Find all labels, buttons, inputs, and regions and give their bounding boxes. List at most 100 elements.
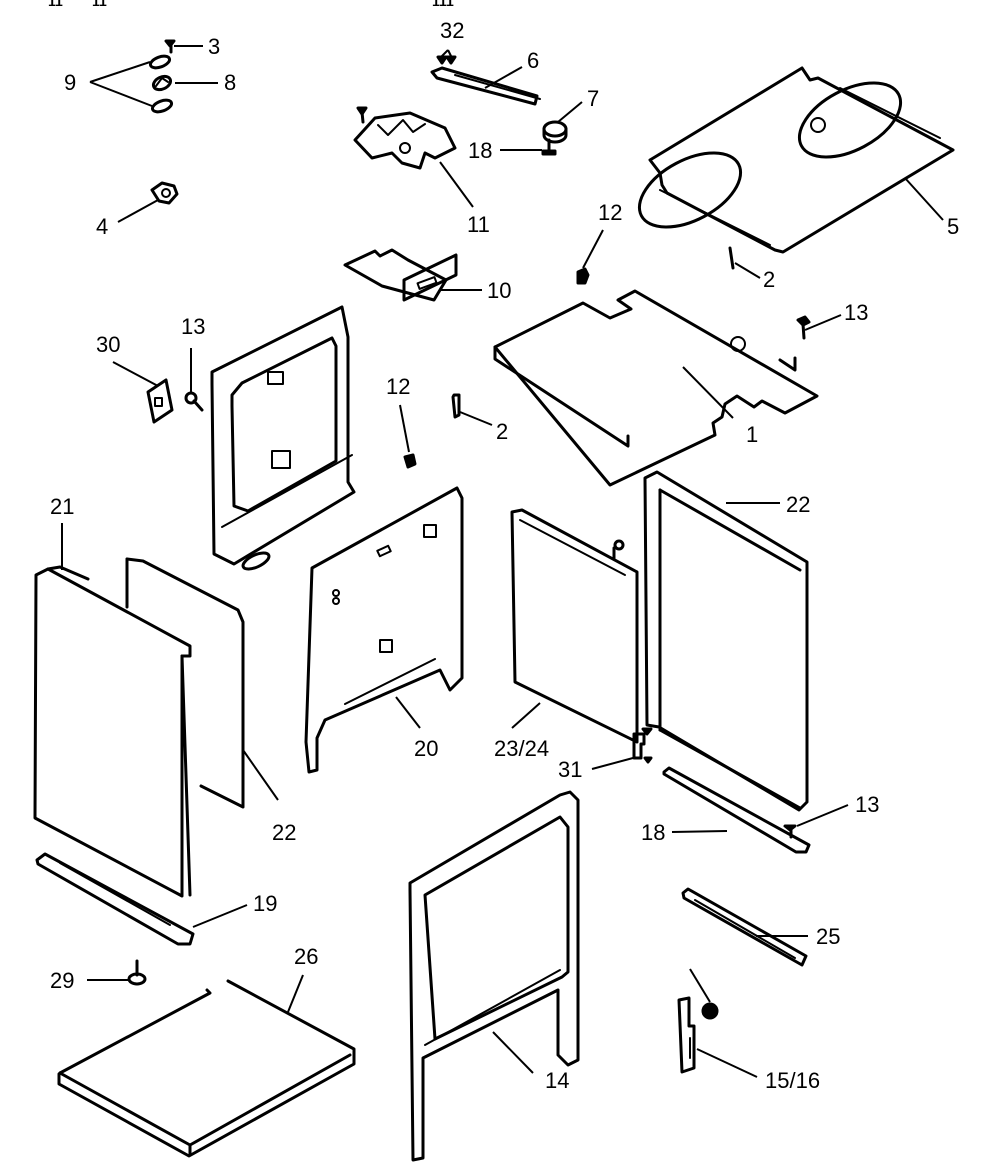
top-support-panel-part-1 — [493, 289, 819, 487]
leader-12-upper — [582, 229, 604, 269]
clip-part-2-top — [728, 246, 735, 270]
screw-part-13-top-right — [796, 315, 811, 340]
bottom-tray-part-25 — [57, 979, 356, 1158]
trim-strip-left-part-18 — [35, 852, 195, 946]
leader-11 — [439, 161, 474, 208]
plate-part-29 — [146, 378, 174, 424]
callout-13-right: 13 — [855, 792, 879, 817]
leader-9b — [89, 81, 153, 107]
callout-10: 10 — [487, 278, 511, 303]
callout-13-top-right: 13 — [844, 300, 868, 325]
leader-1 — [682, 366, 734, 419]
leader-31b — [447, 49, 453, 59]
callout-12-upper: 12 — [598, 200, 622, 225]
leader-9a — [89, 61, 151, 83]
rail-part-23-24 — [681, 887, 808, 967]
callout-6: 6 — [527, 48, 539, 73]
grommet — [241, 551, 271, 571]
callout-21-right: 22 — [786, 492, 810, 517]
leader-17 — [671, 830, 728, 833]
leader-7 — [557, 101, 583, 123]
leader-30 — [591, 757, 634, 770]
leader-29 — [112, 361, 159, 387]
latch-part-15-16 — [677, 996, 696, 1074]
side-panel-right-part-21 — [643, 470, 809, 812]
screw-part-13-left — [184, 391, 204, 412]
clip-part-8 — [151, 74, 173, 92]
trim-strip-right-part-17 — [662, 766, 811, 854]
rod-part-6 — [430, 66, 541, 106]
screw-part-3 — [164, 39, 176, 54]
callout-labels: 3 9 8 4 32 6 7 18 11 10 5 2 12 13 1 30 1… — [50, 18, 959, 1093]
nut-part-32 — [701, 1002, 719, 1020]
washer-upper-part-9 — [148, 54, 172, 70]
top-fragment-mid: 11 — [92, 0, 107, 9]
callout-14: 14 — [545, 1068, 569, 1093]
side-panel-left-part-21 — [33, 565, 192, 898]
leader-25 — [287, 974, 304, 1013]
top-fragment-right: 111 — [432, 0, 454, 9]
leader-6 — [484, 66, 523, 89]
callout-29: 30 — [96, 332, 120, 357]
callout-1: 1 — [746, 422, 758, 447]
leader-5 — [904, 177, 944, 221]
callout-2-mid: 2 — [496, 419, 508, 444]
nut-part-12-upper — [576, 267, 590, 285]
callout-13-left: 13 — [181, 314, 205, 339]
callout-3: 3 — [208, 34, 220, 59]
leader-lines — [61, 45, 944, 1078]
top-edge-fragments: 11 11 111 — [48, 0, 454, 9]
bracket-part-4 — [150, 181, 179, 205]
callout-23-24: 25 — [816, 924, 840, 949]
leader-13-right — [796, 804, 849, 827]
screw-part-13-right — [783, 824, 797, 839]
callout-22-right: 23/24 — [494, 736, 549, 761]
leader-19 — [395, 696, 421, 729]
leader-15-16 — [696, 1048, 758, 1078]
hinge-mechanism-part-11 — [353, 106, 457, 170]
callout-4: 4 — [96, 214, 108, 239]
knob-cap-part-7 — [542, 120, 568, 144]
callout-15-16: 15/16 — [765, 1068, 820, 1093]
callout-9: 9 — [64, 70, 76, 95]
hinge-bracket-part-30 — [632, 727, 653, 764]
cooktop-panel-part-5 — [637, 66, 955, 254]
leader-4 — [117, 199, 159, 223]
callout-30: 31 — [558, 757, 582, 782]
screw-on-panel — [612, 539, 625, 560]
leader-32 — [689, 968, 711, 1003]
callout-2-top: 2 — [763, 267, 775, 292]
front-frame-part-14 — [408, 790, 580, 1162]
leader-2-mid — [459, 411, 493, 426]
top-fragment-left: 11 — [48, 0, 63, 9]
callout-5: 5 — [947, 214, 959, 239]
callout-17: 18 — [641, 820, 665, 845]
washer-lower-part-9 — [150, 98, 174, 114]
callout-31: 32 — [440, 18, 464, 43]
leader-22-left — [242, 749, 279, 801]
callout-26: 29 — [50, 968, 74, 993]
screw-part-20 — [541, 138, 557, 156]
leveling-foot-part-26 — [127, 959, 147, 986]
callout-12-lower: 12 — [386, 374, 410, 399]
mounting-bracket-part-10 — [343, 248, 458, 302]
insulation-panel-right-part-22 — [510, 508, 639, 744]
callout-22-left: 22 — [272, 820, 296, 845]
callout-8: 8 — [224, 70, 236, 95]
nut-part-12-lower — [403, 453, 417, 469]
rear-panel-part-19 — [304, 486, 464, 774]
clip-part-2-mid — [451, 393, 461, 419]
inner-back-panel — [210, 305, 356, 566]
callout-11: 11 — [467, 212, 490, 237]
leader-12-lower — [399, 404, 410, 453]
callout-18: 19 — [253, 891, 277, 916]
insulation-panel-left-part-22 — [125, 557, 245, 809]
callout-20: 18 — [468, 138, 492, 163]
callout-25: 26 — [294, 944, 318, 969]
leader-14 — [492, 1031, 534, 1074]
callout-19: 20 — [414, 736, 438, 761]
leader-2-top — [734, 262, 761, 279]
callout-7: 7 — [587, 86, 599, 111]
callout-21-left: 21 — [50, 494, 74, 519]
